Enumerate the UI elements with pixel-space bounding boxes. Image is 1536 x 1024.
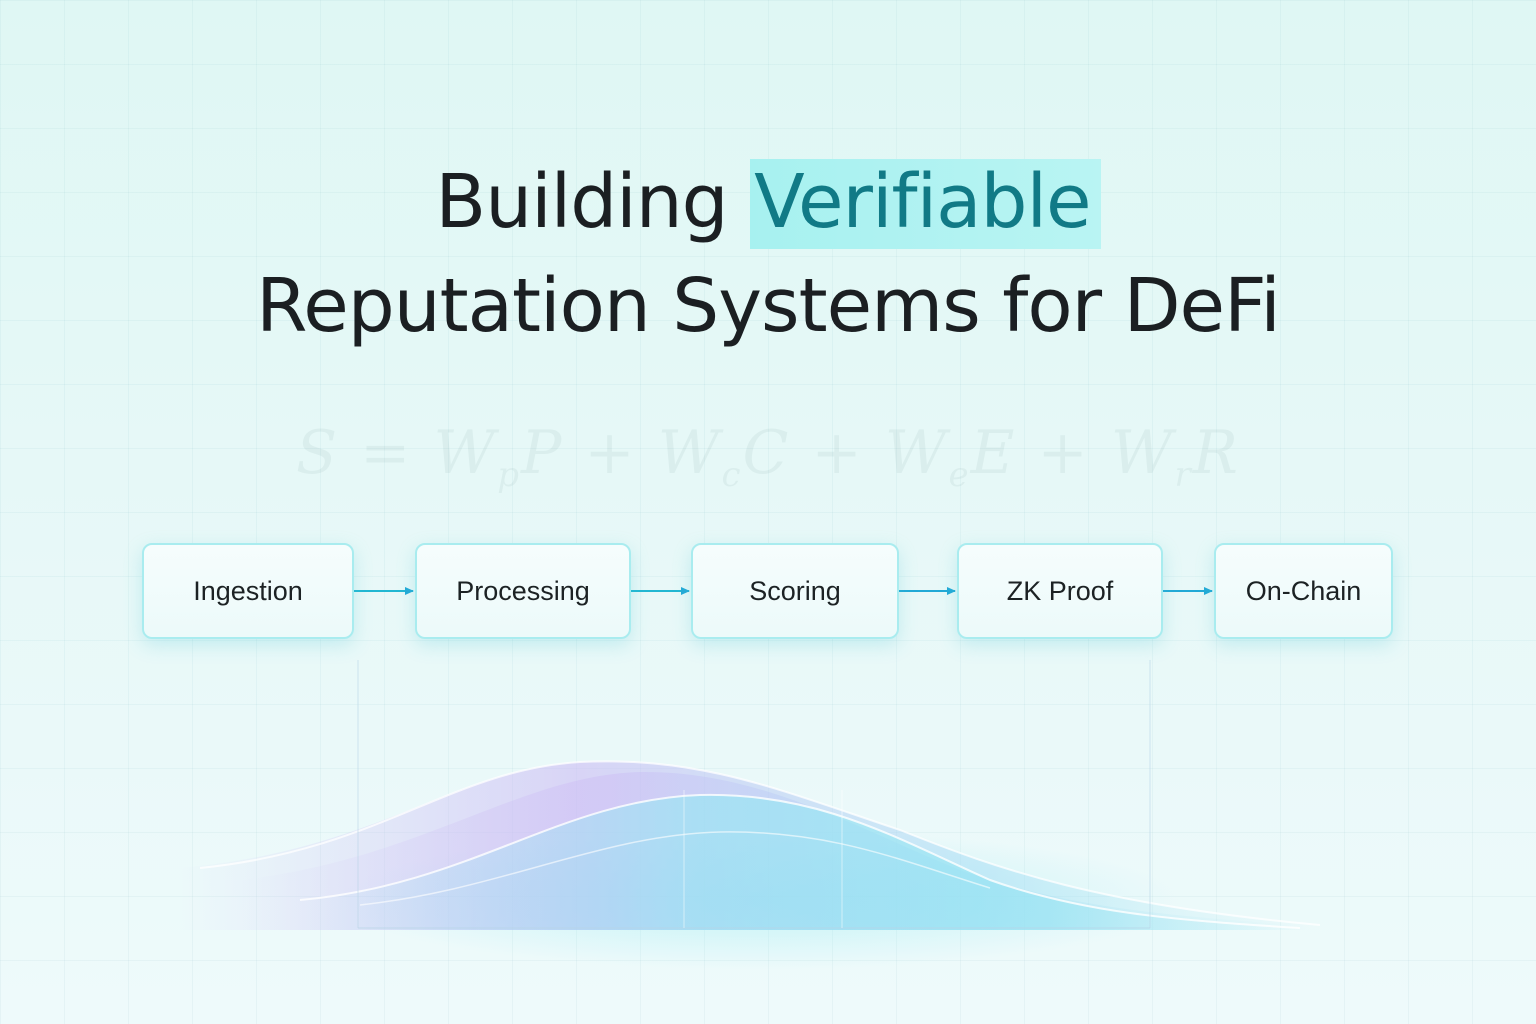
pipeline-step-on-chain: On-Chain	[1214, 543, 1393, 639]
wave-line-1	[199, 760, 1321, 926]
title-prefix: Building	[435, 159, 728, 245]
formula-term: WpP	[433, 418, 564, 495]
pipeline-step-processing: Processing	[415, 543, 631, 639]
wave-line-2	[299, 793, 1301, 929]
step-label: ZK Proof	[1006, 575, 1114, 606]
title-line-2: Reputation Systems for DeFi	[256, 263, 1281, 349]
distribution-waves	[180, 660, 1321, 970]
pipeline-step-zk-proof: ZK Proof	[957, 543, 1163, 639]
formula-term: WcC	[657, 418, 791, 495]
step-label: On-Chain	[1245, 575, 1362, 606]
step-label: Processing	[456, 575, 590, 606]
formula-term: WrR	[1110, 418, 1240, 495]
wave-cyan	[300, 794, 1300, 930]
pipeline-step-ingestion: Ingestion	[142, 543, 354, 639]
score-formula: S = WpP + WcC + WeE + WrR	[296, 418, 1240, 495]
title-line-1: Building Verifiable	[0, 150, 1536, 254]
page-title: Building Verifiable Reputation Systems f…	[0, 150, 1536, 358]
formula-term: WeE	[884, 418, 1017, 495]
title-highlight: Verifiable	[750, 159, 1101, 249]
formula-lhs: S	[296, 418, 340, 488]
step-label: Ingestion	[193, 575, 303, 606]
pipeline-step-scoring: Scoring	[691, 543, 899, 639]
wave-line-3	[359, 831, 991, 906]
step-label: Scoring	[749, 575, 841, 606]
